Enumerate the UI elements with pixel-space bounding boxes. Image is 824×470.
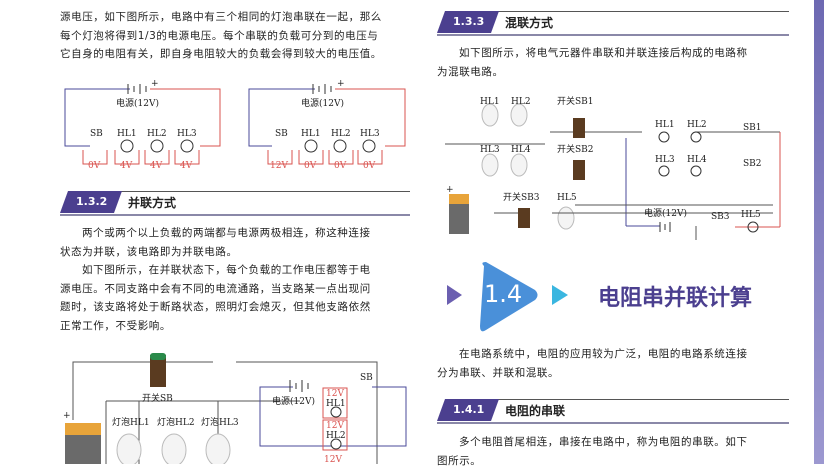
chapter-title: 电阻串并联计算: [598, 280, 752, 312]
voltage-label: 0V: [88, 161, 101, 171]
text-line: 如下图所示，在并联状态下，每个负载的工作电压都等于电: [60, 261, 420, 280]
series-resistor-paragraph: 多个电阻首尾相连，串接在电路中，称为电阻的串联。如下 图所示。: [437, 433, 797, 470]
text-line: 题时，该支路将处于断路状态，照明灯会熄灭，但其他支路依然: [60, 298, 420, 317]
voltage-label: 0V: [334, 161, 347, 171]
sb-label: SB: [275, 129, 288, 139]
chapter-number: 1.4: [484, 280, 522, 308]
text-line: 如下图所示，将电气元器件串联和并联连接后构成的电路称: [437, 44, 797, 63]
section-number: 1.3.3: [437, 11, 499, 33]
source-label: 电源(12V): [644, 207, 687, 219]
bulb-image: [206, 434, 230, 464]
switch-symbol-label: SB2: [743, 159, 762, 169]
hl1-label: HL1: [301, 129, 321, 139]
voltage-label: 12V: [270, 161, 288, 171]
switch-label: 开关SB2: [557, 143, 594, 155]
voltage-label: 4V: [180, 161, 193, 171]
mixed-paragraph: 如下图所示，将电气元器件串联和并联连接后构成的电路称 为混联电路。: [437, 44, 797, 81]
switch-symbol-label: SB3: [711, 212, 730, 222]
plus-label: +: [151, 79, 159, 89]
voltage-label: 12V: [326, 421, 344, 431]
text-line: 两个或两个以上负载的两端都与电源两极相连，称这种连接: [60, 224, 420, 243]
mixed-figure: HL1 HL2 HL3 HL4 HL5 开关SB1 开关SB2 开关SB3 + …: [445, 95, 780, 240]
section-heading-1-4-1: 1.4.1 电阻的串联: [437, 399, 789, 425]
lamp-label: HL4: [687, 155, 707, 165]
text-line: 分为串联、并联和混联。: [437, 364, 797, 383]
text-line: 图所示。: [437, 452, 797, 470]
parallel-paragraph-1: 两个或两个以上负载的两端都与电源两极相连，称这种连接 状态为并联，该电路即为并联…: [60, 224, 420, 335]
section-heading-1-3-3: 1.3.3 混联方式: [437, 11, 789, 37]
source-label: 电源(12V): [116, 97, 159, 109]
resistor-intro-paragraph: 在电路系统中，电阻的应用较为广泛，电阻的电路系统连接 分为串联、并联和混联。: [437, 345, 797, 382]
source-label: 电源(12V): [272, 395, 315, 407]
bulb-label: HL5: [557, 193, 577, 203]
voltage-label: 4V: [150, 161, 163, 171]
lamp-label: HL2: [687, 120, 707, 130]
section-title: 混联方式: [505, 14, 553, 31]
sb-label: SB: [360, 373, 373, 383]
voltage-label: 0V: [304, 161, 317, 171]
switch-label: 开关SB3: [503, 191, 540, 203]
hl3-label: HL3: [177, 129, 197, 139]
hl3-label: HL3: [360, 129, 380, 139]
section-number: 1.4.1: [437, 399, 499, 421]
parallel-figure: 开关SB 灯泡HL1 灯泡HL2 灯泡HL3 + 电源(12V) SB 12V …: [63, 353, 406, 464]
bulb-label: 灯泡HL3: [201, 416, 239, 428]
lamp-label: HL5: [741, 210, 761, 220]
section-heading-1-3-2: 1.3.2 并联方式: [60, 191, 410, 217]
page-edge-strip: [814, 0, 824, 464]
switch-label: 开关SB: [142, 392, 173, 404]
plus-label: +: [337, 79, 345, 89]
hl2-label: HL2: [147, 129, 167, 139]
hl1-label: HL1: [117, 129, 137, 139]
plus-label: +: [446, 185, 454, 195]
text-line: 多个电阻首尾相连，串接在电路中，称为电阻的串联。如下: [437, 433, 797, 452]
bulb-label: 灯泡HL1: [112, 416, 150, 428]
voltage-label: 12V: [326, 389, 344, 399]
section-title: 电阻的串联: [505, 402, 565, 419]
switch-label: 开关SB1: [557, 95, 594, 107]
section-number: 1.3.2: [60, 191, 122, 213]
switch-symbol-label: SB1: [743, 123, 762, 133]
bulb-label: HL3: [480, 145, 500, 155]
bulb-image: [117, 434, 141, 464]
bulb-label: HL2: [511, 97, 531, 107]
voltage-label: 0V: [363, 161, 376, 171]
sb-label: SB: [90, 129, 103, 139]
lamp-label: HL3: [655, 155, 675, 165]
voltage-label: 4V: [120, 161, 133, 171]
text-line: 正常工作，不受影响。: [60, 317, 420, 336]
bulb-label: HL4: [511, 145, 531, 155]
lamp-label: HL1: [655, 120, 675, 130]
section-title: 并联方式: [128, 194, 176, 211]
text-line: 状态为并联，该电路即为并联电路。: [60, 243, 420, 262]
bulb-label: HL1: [480, 97, 500, 107]
bulb-image: [162, 434, 186, 464]
bulb-label: 灯泡HL2: [157, 416, 195, 428]
series-circuit-1: + 电源(12V) SB HL1 HL2 HL3 0V 4V 4V 4V: [65, 79, 220, 171]
series-circuit-2: + 电源(12V) SB HL1 HL2 HL3 12V 0V 0V 0V: [249, 79, 405, 171]
text-line: 源电压。不同支路中会有不同的电流通路，当支路某一点出现问: [60, 280, 420, 299]
text-line: 为混联电路。: [437, 63, 797, 82]
plus-label: +: [63, 411, 71, 421]
text-line: 在电路系统中，电阻的应用较为广泛，电阻的电路系统连接: [437, 345, 797, 364]
hl2-label: HL2: [331, 129, 351, 139]
voltage-label: 12V: [324, 455, 342, 464]
source-label: 电源(12V): [301, 97, 344, 109]
